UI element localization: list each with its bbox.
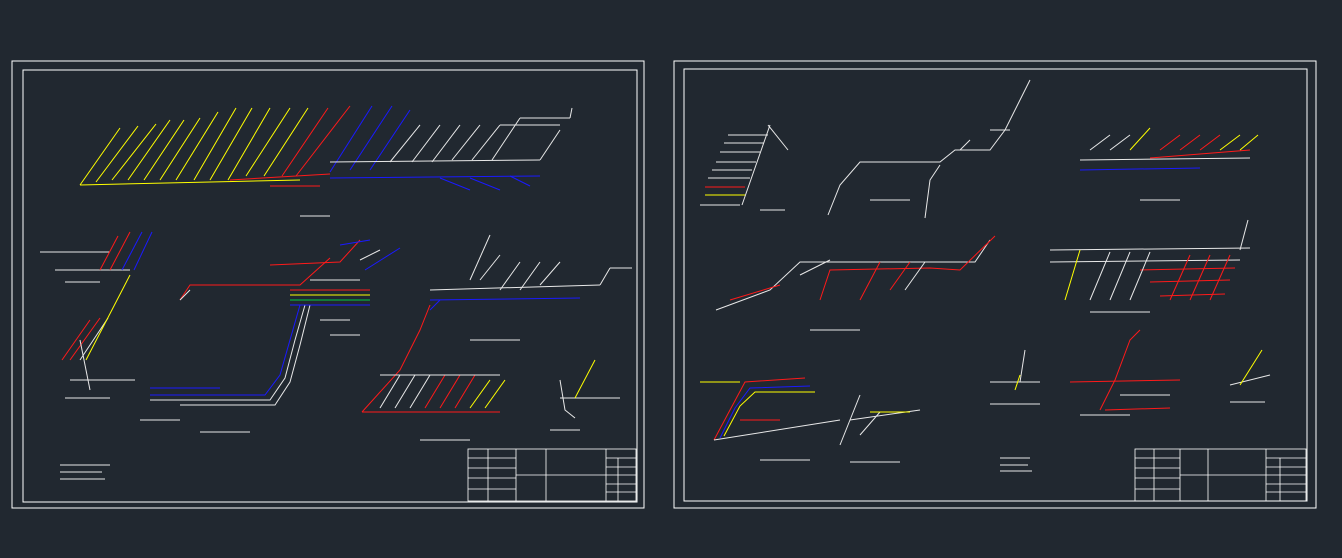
sheet2-lower-left-system	[700, 377, 921, 463]
sheet1-top-red-risers	[229, 105, 351, 187]
sheet2-mid-right-system	[1049, 219, 1251, 313]
sheet2-notes	[1000, 457, 1032, 472]
sheet2-right-lower-riser	[1069, 329, 1181, 416]
sheet1-top-yellow-risers	[79, 107, 309, 186]
sheet2-far-right-riser	[1229, 349, 1271, 403]
sheet1-title-block	[467, 448, 637, 502]
sheet2-top-left-stack	[700, 124, 789, 211]
sheet-2[interactable]	[673, 60, 1317, 509]
sheet-2-outer-border	[673, 60, 1317, 509]
sheet1-far-right-riser	[550, 359, 620, 431]
sheet1-left-riser-group	[40, 231, 153, 283]
sheet-1-outer-border	[11, 60, 645, 509]
sheet2-mid-left-system	[715, 235, 996, 331]
sheet-1[interactable]	[11, 60, 645, 509]
sheet1-lower-right-system	[361, 304, 506, 441]
sheet1-top-blue-risers	[329, 105, 541, 191]
sheet1-top-white-main	[329, 107, 573, 163]
sheet2-center-small-riser	[990, 349, 1040, 405]
sheet2-title-block	[1134, 448, 1307, 502]
sheet1-center-bundle	[140, 239, 401, 433]
sheet2-upper-white-run	[827, 79, 1031, 219]
sheet1-left-lower-cluster	[61, 274, 135, 399]
sheet2-top-right-cluster	[1079, 127, 1259, 201]
sheet-2-inner-border	[683, 68, 1308, 502]
sheet-1-inner-border	[22, 69, 638, 503]
sheet1-top-system	[79, 105, 573, 217]
sheet1-notes	[60, 464, 110, 480]
sheet1-right-mid-system	[429, 234, 632, 341]
